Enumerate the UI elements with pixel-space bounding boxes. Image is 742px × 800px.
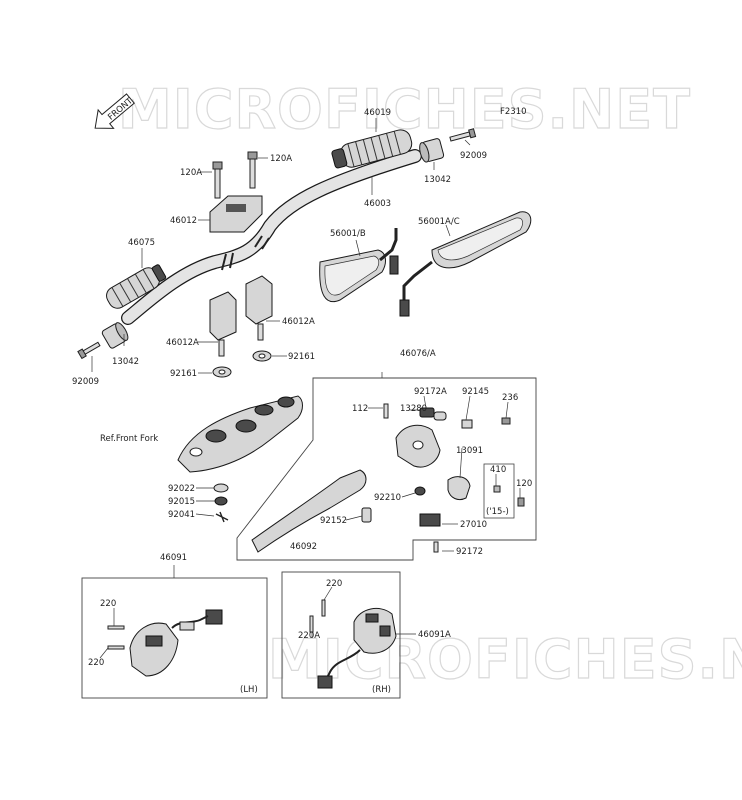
label-year-15: ('15-) [486, 507, 509, 517]
label-112: 112 [352, 404, 368, 414]
bar-end-screw-right-part [449, 128, 477, 142]
screw-120-part [517, 497, 525, 507]
label-13091: 13091 [456, 446, 483, 456]
label-92009-top: 92009 [460, 151, 487, 161]
label-92161-left: 92161 [170, 369, 197, 379]
lever-assembly-box [236, 377, 537, 561]
label-92009-left: 92009 [72, 377, 99, 387]
rh-switch-box [281, 571, 401, 699]
label-92152: 92152 [320, 516, 347, 526]
diagram-code: F2310 [500, 107, 527, 117]
label-46012A-right: 46012A [282, 317, 315, 327]
washer-92022-part [213, 483, 229, 493]
year-group-box [483, 463, 515, 519]
label-ref-front-fork: Ref.Front Fork [100, 434, 158, 444]
label-120A-right: 120A [270, 154, 292, 164]
nut-92015-part [214, 496, 228, 506]
handlebar-part [121, 149, 422, 325]
right-grip-part [331, 129, 413, 169]
screw-92172-part [433, 541, 439, 553]
label-236: 236 [502, 393, 518, 403]
label-46019: 46019 [364, 108, 391, 118]
mirror-right-part [399, 211, 532, 317]
label-220-rh: 220 [326, 579, 342, 589]
pin-92041-part [215, 511, 229, 523]
label-220A: 220A [298, 631, 320, 641]
cover-92172A-part [433, 411, 447, 421]
clutch-lever-part [251, 469, 367, 553]
label-lh: (LH) [240, 685, 258, 695]
label-410: 410 [490, 465, 506, 475]
label-56001AC: 56001A/C [418, 217, 460, 227]
bar-end-screw-left-part [77, 341, 101, 360]
left-grip-part [106, 264, 167, 309]
adjuster-13280-part [419, 407, 435, 418]
lh-switch-box [81, 577, 268, 699]
handlebar-lower-holder-right-part [245, 275, 273, 341]
leader-lines [91, 118, 521, 659]
switch-27010-part [419, 513, 441, 527]
label-92172A: 92172A [414, 387, 447, 397]
label-220-lh-top: 220 [100, 599, 116, 609]
label-46076A: 46076/A [400, 349, 436, 359]
label-46012: 46012 [170, 216, 197, 226]
label-92210: 92210 [374, 493, 401, 503]
label-13042-left: 13042 [112, 357, 139, 367]
label-13280: 13280 [400, 404, 427, 414]
label-56001B: 56001/B [330, 229, 366, 239]
nut-92210-part [414, 486, 426, 496]
label-46075: 46075 [128, 238, 155, 248]
upper-triple-clamp-part [177, 395, 303, 473]
label-46092: 46092 [290, 542, 317, 552]
handlebar-lower-holder-left-part [209, 291, 237, 357]
mirror-left-part [319, 228, 399, 302]
label-46091A: 46091A [418, 630, 451, 640]
bolt-112-part [383, 403, 389, 419]
label-92015: 92015 [168, 497, 195, 507]
lh-switch-part [107, 609, 223, 677]
screw-410-part [493, 485, 501, 493]
screw-236-part [501, 417, 511, 425]
label-92172: 92172 [456, 547, 483, 557]
bar-end-weight-left-part [101, 322, 129, 349]
label-27010: 27010 [460, 520, 487, 530]
label-46003: 46003 [364, 199, 391, 209]
label-rh: (RH) [372, 685, 391, 695]
collar-92152-part [361, 507, 372, 523]
label-92161-right: 92161 [288, 352, 315, 362]
label-220-lh-bottom: 220 [88, 658, 104, 668]
rh-switch-part [309, 599, 397, 689]
watermark-bottom: MICROFICHES.NET [268, 628, 742, 691]
label-92041: 92041 [168, 510, 195, 520]
label-13042-top: 13042 [424, 175, 451, 185]
label-120: 120 [516, 479, 532, 489]
label-46012A-left: 46012A [166, 338, 199, 348]
handlebar-upper-holder-part [209, 151, 263, 233]
bar-end-weight-right-part [419, 138, 445, 163]
label-46091: 46091 [160, 553, 187, 563]
clutch-lever-holder-part [395, 424, 471, 501]
label-120A-left: 120A [180, 168, 202, 178]
spring-92145-part [461, 419, 473, 429]
label-92145: 92145 [462, 387, 489, 397]
label-92022: 92022 [168, 484, 195, 494]
